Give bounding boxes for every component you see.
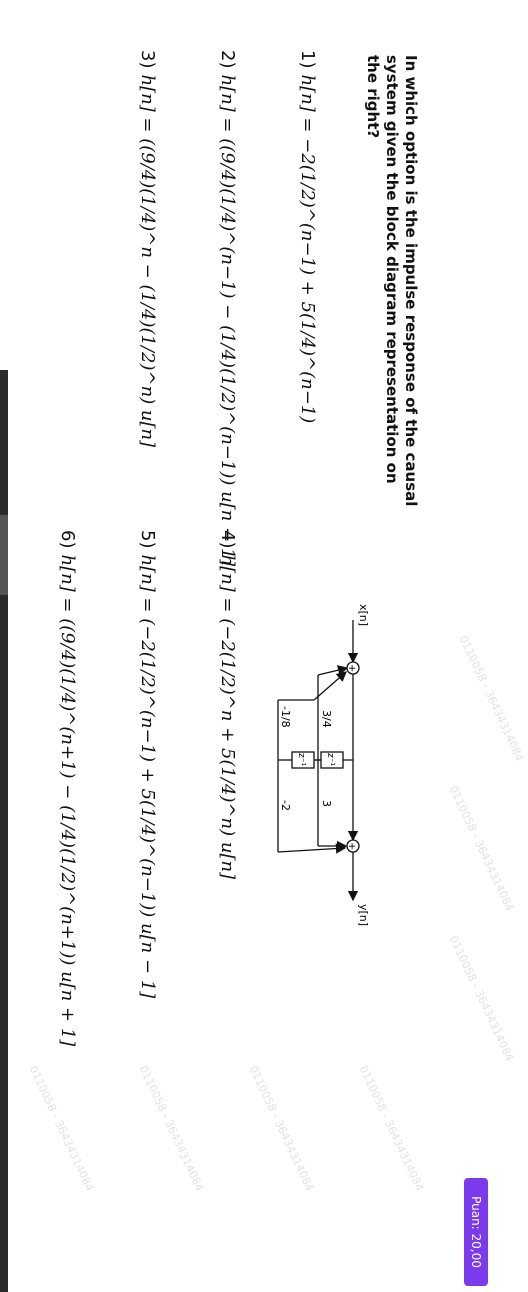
watermark: 0110058 - 36434314084 bbox=[446, 783, 517, 914]
watermark: 0110058 - 36434314084 bbox=[246, 1063, 317, 1194]
watermark: 0110058 - 36434314084 bbox=[456, 633, 527, 764]
block-diagram: x[n] y[n] + + z⁻¹ z⁻¹ 3/4 -1/8 3 -2 bbox=[277, 604, 370, 926]
option-number: 6) bbox=[57, 530, 78, 549]
sidebar-highlight bbox=[0, 0, 8, 370]
option-number: 1) bbox=[297, 50, 318, 69]
watermark: 0110058 - 36434314084 bbox=[136, 1063, 207, 1194]
coefficient-label: -2 bbox=[279, 800, 292, 811]
sidebar-marker bbox=[0, 515, 8, 595]
option-2[interactable]: 2) h[n] = ((9/4)(1/4)^(n−1) − (1/4)(1/2)… bbox=[217, 50, 238, 566]
delay-label: z⁻¹ bbox=[296, 753, 306, 766]
option-formula: h[n] = ((9/4)(1/4)^(n+1) − (1/4)(1/2)^(n… bbox=[57, 554, 78, 1047]
watermark: 0110058 - 36434314084 bbox=[26, 1063, 97, 1194]
option-1[interactable]: 1) h[n] = −2(1/2)^(n−1) + 5(1/4)^(n−1) bbox=[297, 50, 318, 423]
option-number: 5) bbox=[137, 530, 158, 549]
option-3[interactable]: 3) h[n] = ((9/4)(1/4)^n − (1/4)(1/2)^n) … bbox=[137, 50, 158, 447]
watermark: 0110058 - 36434314084 bbox=[356, 1063, 427, 1194]
coefficient-label: 3/4 bbox=[320, 710, 333, 728]
question-text: In which option is the impulse response … bbox=[364, 55, 420, 507]
coefficient-label: 3 bbox=[320, 800, 333, 807]
option-number: 3) bbox=[137, 50, 158, 69]
input-label: x[n] bbox=[357, 604, 370, 626]
option-formula: h[n] = ((9/4)(1/4)^(n−1) − (1/4)(1/2)^(n… bbox=[217, 74, 238, 567]
option-5[interactable]: 5) h[n] = (−2(1/2)^(n−1) + 5(1/4)^(n−1))… bbox=[137, 530, 158, 998]
option-number: 2) bbox=[217, 50, 238, 69]
option-formula: h[n] = (−2(1/2)^n + 5(1/4)^n) u[n] bbox=[217, 554, 238, 880]
adder-symbol: + bbox=[346, 842, 357, 850]
watermark: 0110058 - 36434314084 bbox=[446, 933, 517, 1064]
option-6[interactable]: 6) h[n] = ((9/4)(1/4)^(n+1) − (1/4)(1/2)… bbox=[57, 530, 78, 1046]
option-4[interactable]: 4) h[n] = (−2(1/2)^n + 5(1/4)^n) u[n] bbox=[217, 530, 238, 879]
option-formula: h[n] = −2(1/2)^(n−1) + 5(1/4)^(n−1) bbox=[297, 74, 318, 424]
option-formula: h[n] = ((9/4)(1/4)^n − (1/4)(1/2)^n) u[n… bbox=[137, 74, 158, 448]
left-sidebar bbox=[0, 0, 8, 1292]
coefficient-label: -1/8 bbox=[279, 706, 292, 728]
delay-label: z⁻¹ bbox=[325, 753, 335, 766]
adder-symbol: + bbox=[346, 664, 357, 672]
points-badge: Puan: 20,00 bbox=[464, 1178, 488, 1286]
option-number: 4) bbox=[217, 530, 238, 549]
output-label: y[n] bbox=[357, 904, 370, 926]
option-formula: h[n] = (−2(1/2)^(n−1) + 5(1/4)^(n−1)) u[… bbox=[137, 554, 158, 999]
